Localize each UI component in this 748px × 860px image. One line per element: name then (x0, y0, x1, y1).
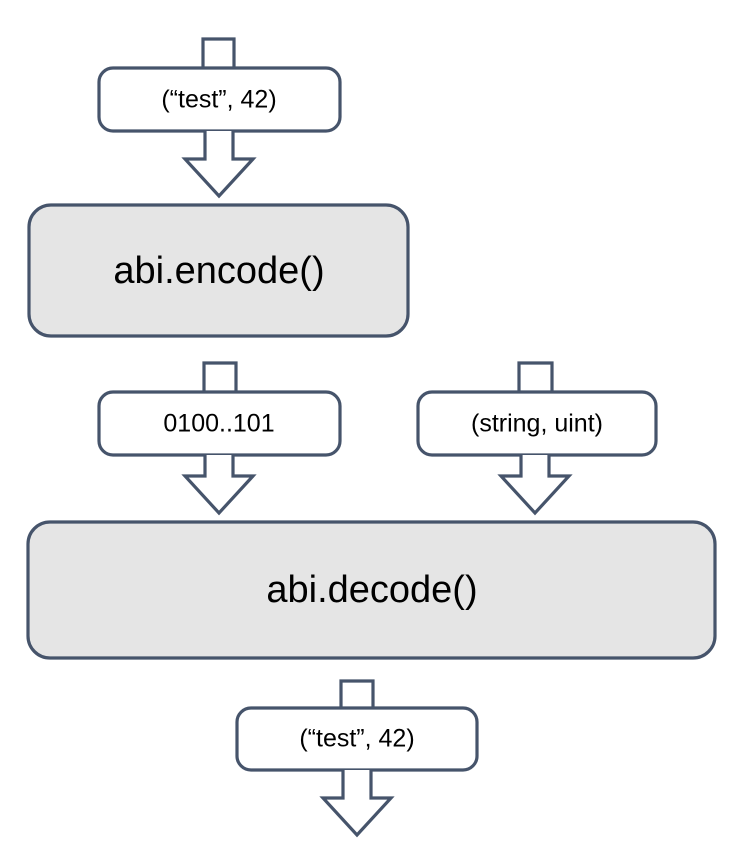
decode-process-label: abi.decode() (266, 569, 477, 611)
arrow-type-to-decode (497, 455, 573, 516)
stub-into-type-tuple (517, 361, 554, 394)
encode-process-box[interactable] (27, 203, 410, 338)
arrow-output-down (319, 770, 395, 838)
encode-process-label: abi.encode() (113, 250, 324, 292)
encoded-bytes-label: 0100..101 (163, 410, 274, 438)
type-tuple-label: (string, uint) (471, 410, 603, 438)
stub-into-input-tuple (201, 37, 236, 70)
decode-process-box[interactable] (26, 520, 717, 660)
stub-into-output-tuple (339, 679, 375, 710)
arrow-input-to-encode (181, 131, 257, 199)
input-tuple-top-label: (“test”, 42) (161, 86, 276, 114)
arrow-encoded-to-decode (181, 455, 257, 516)
output-tuple-bottom-label: (“test”, 42) (299, 725, 414, 753)
stub-into-encoded-bytes (202, 361, 238, 394)
